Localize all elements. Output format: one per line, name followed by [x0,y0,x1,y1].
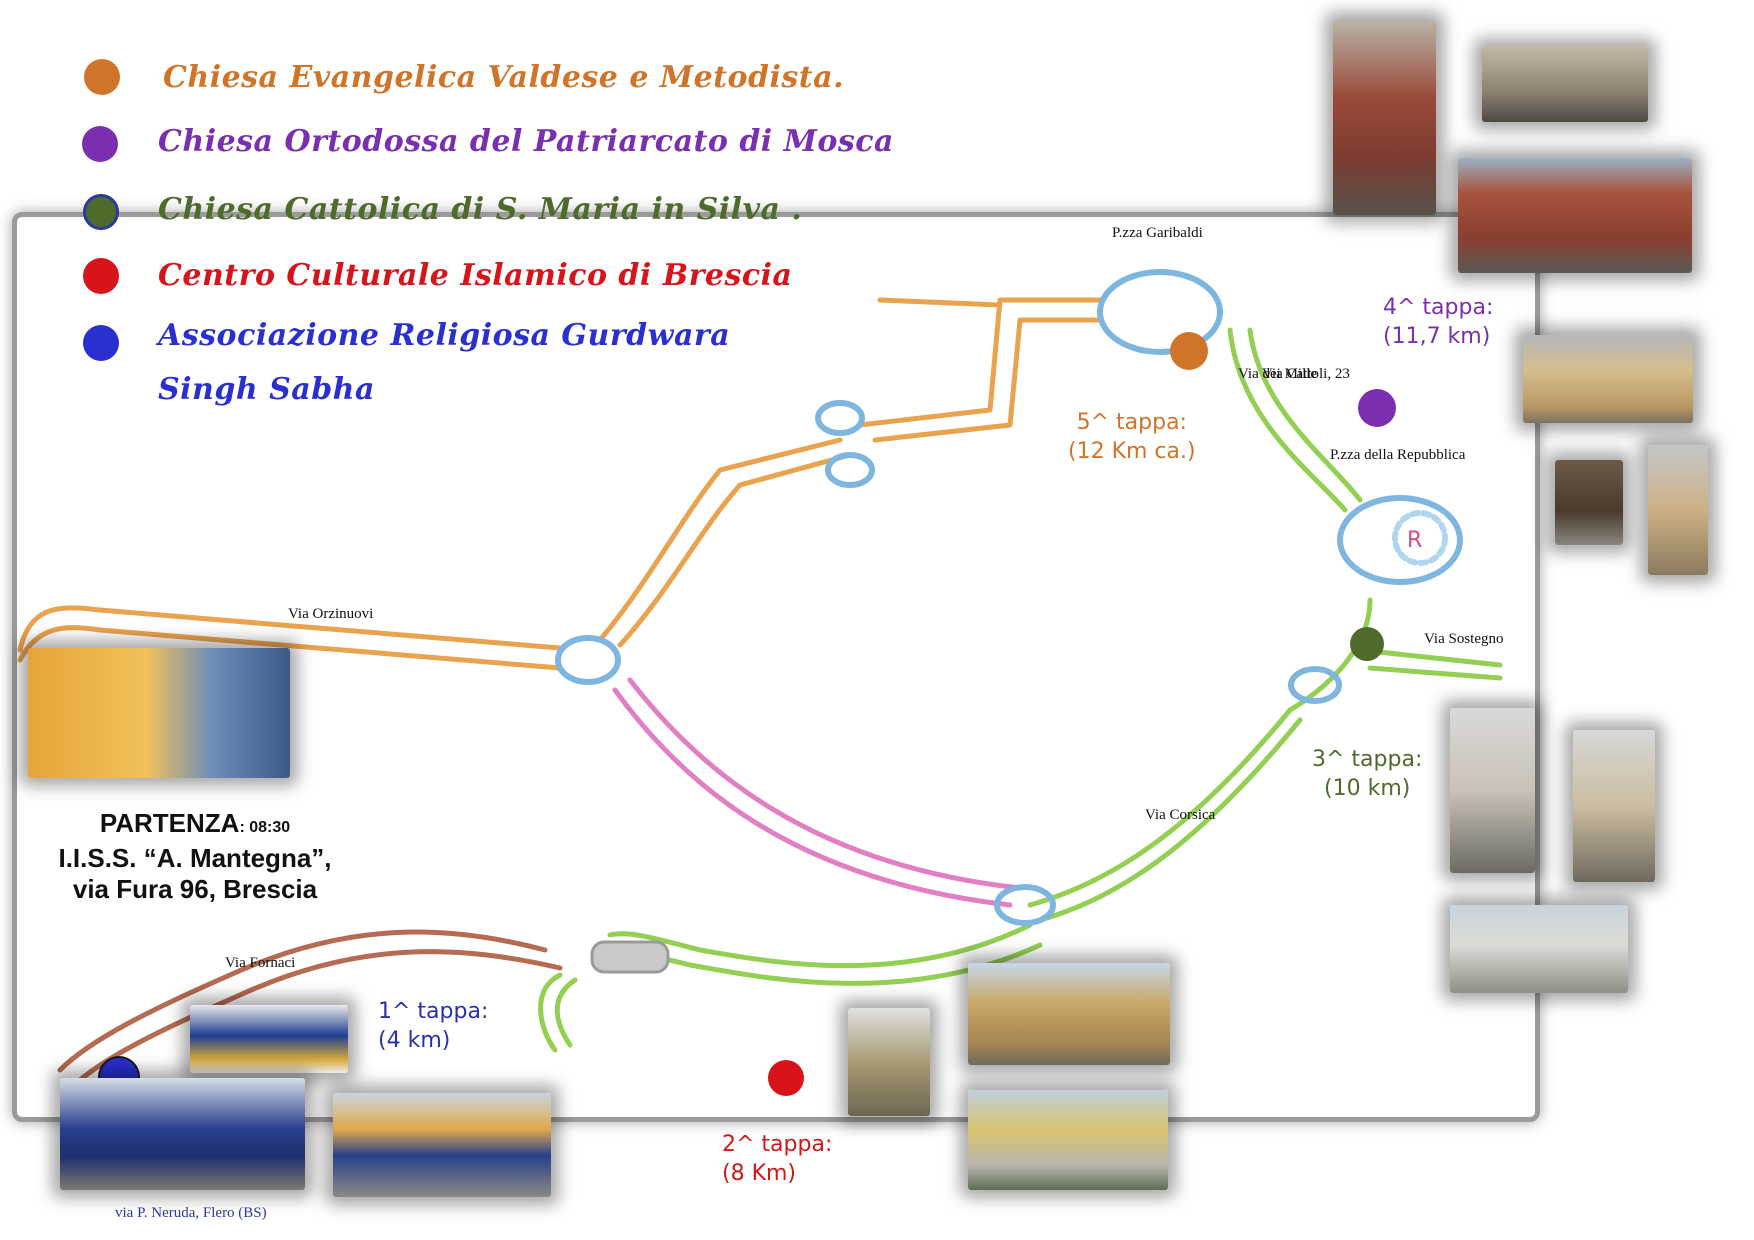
roundabout-r-label: R [1407,528,1422,553]
photo-valdese-facade [1333,20,1436,215]
photo-gurdwara-front [333,1093,551,1197]
street-repubblica: P.zza della Repubblica [1330,447,1466,463]
route-green [538,327,1503,1053]
stage-4-title: 4^ tappa: [1383,295,1494,320]
stage-1: 1^ tappa: (4 km) [378,997,488,1055]
legend-dot-ortodossa [82,126,118,162]
photo-ortodossa-church [1523,335,1693,423]
stage-2: 2^ tappa: (8 Km) [722,1130,832,1188]
street-fornaci: Via Fornaci [225,955,296,971]
departure-time: : 08:30 [239,819,291,836]
stage-5-title: 5^ tappa: [1076,410,1187,435]
stop-marker-cattolica[interactable] [1350,627,1384,661]
map-frame [12,212,1540,1122]
route-brown [57,929,563,1083]
stage-1-distance: (4 km) [378,1028,451,1053]
stage-3-title: 3^ tappa: [1312,747,1423,772]
photo-valdese-building [1458,158,1692,273]
street-sostegno: Via Sostegno [1424,631,1504,647]
departure-address: via Fura 96, Brescia [72,874,318,904]
photo-ortodossa-door [1555,460,1623,545]
stage-1-title: 1^ tappa: [378,999,489,1024]
footer-address: via P. Neruda, Flero (BS) [115,1205,267,1221]
legend-gurdwara-line2: Singh Sabha [158,372,375,407]
departure-label: PARTENZA [99,808,240,838]
photo-gurdwara-sign [190,1005,348,1073]
departure-info: PARTENZA: 08:30 I.I.S.S. “A. Mantegna”, … [0,808,390,905]
photo-valdese-portal [1482,46,1648,122]
photo-ortodossa-side [1648,445,1708,575]
photo-cattolica-portico [1450,905,1628,993]
bridge [590,940,670,974]
photo-islamico-building [968,963,1170,1065]
stage-3-distance: (10 km) [1324,776,1411,801]
photo-cattolica-front [1450,708,1535,873]
stage-5: 5^ tappa: (12 Km ca.) [1068,408,1196,466]
photo-cattolica-tower [1573,730,1655,882]
stage-5-distance: (12 Km ca.) [1068,439,1196,464]
legend-dot-valdese [84,59,120,95]
street-garibaldi: P.zza Garibaldi [1112,225,1203,241]
roundabouts [555,269,1463,926]
stage-2-distance: (8 Km) [722,1161,797,1186]
stop-marker-valdese[interactable] [1170,332,1208,370]
legend-cattolica: Chiesa Cattolica di S. Maria in Silva . [158,192,803,227]
stage-4-distance: (11,7 km) [1383,324,1491,349]
legend-valdese: Chiesa Evangelica Valdese e Metodista. [163,60,845,95]
route-orange [17,297,1103,671]
legend-islamico: Centro Culturale Islamico di Brescia [158,258,793,293]
photo-islamico-sign [848,1008,930,1116]
stage-4: 4^ tappa: (11,7 km) [1383,293,1493,351]
legend-dot-islamico [83,258,119,294]
stop-marker-ortodossa[interactable] [1358,389,1396,427]
photo-school-building [28,648,290,778]
street-corsica: Via Corsica [1145,807,1216,823]
street-orzinuovi: Via Orzinuovi [288,606,374,622]
stage-2-title: 2^ tappa: [722,1132,833,1157]
photo-islamico-courtyard [968,1090,1168,1190]
legend-dot-gurdwara [83,325,119,361]
stop-marker-islamico[interactable] [768,1060,804,1096]
legend-ortodossa: Chiesa Ortodossa del Patriarcato di Mosc… [158,124,894,159]
photo-gurdwara-building [60,1078,305,1190]
legend-dot-cattolica [83,194,119,230]
route-pink [612,677,1023,908]
legend-gurdwara: Associazione Religiosa Gurdwara [158,318,731,353]
street-mille: Via dei Mille [1238,366,1318,382]
street-cattoli: Via Cattoli, 23 [1262,366,1350,382]
departure-school: I.I.S.S. “A. Mantegna”, [58,843,332,873]
stage-3: 3^ tappa: (10 km) [1312,745,1422,803]
